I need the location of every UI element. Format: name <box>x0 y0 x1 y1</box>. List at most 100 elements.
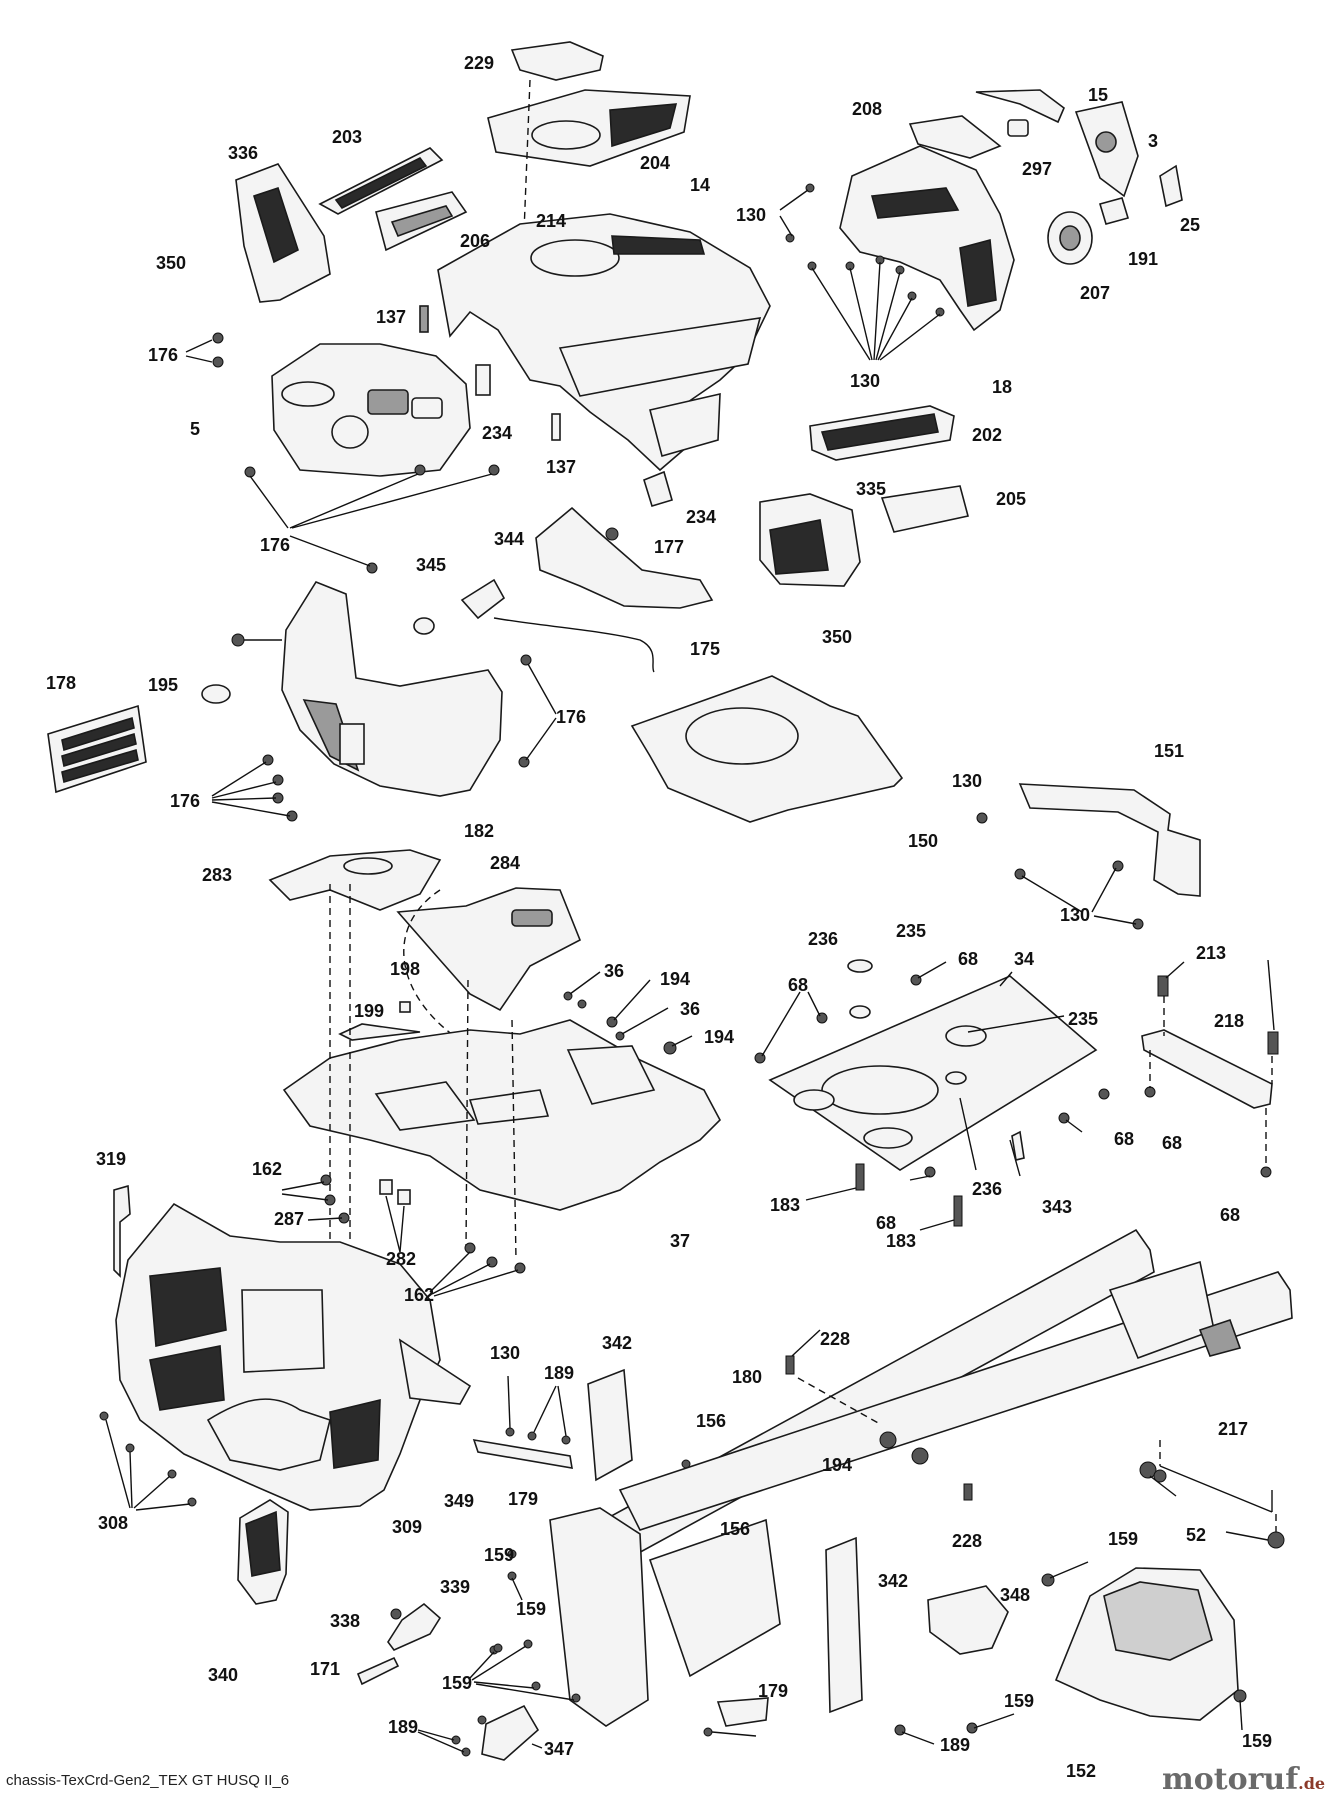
lead-179 <box>711 1731 757 1737</box>
label-18: 18 <box>992 377 1013 397</box>
part-343-clip <box>1011 1130 1025 1161</box>
label-36-b: 36 <box>680 999 701 1019</box>
label-68-e: 68 <box>876 1213 897 1233</box>
lead-229 <box>523 79 531 233</box>
label-159-f: 159 <box>516 1599 547 1619</box>
label-338: 338 <box>330 1611 361 1631</box>
label-68-f: 68 <box>1220 1205 1241 1225</box>
part-152-seat-support <box>1054 1567 1239 1721</box>
label-194-b: 194 <box>704 1027 735 1047</box>
label-218: 218 <box>1214 1011 1245 1031</box>
label-228-a: 228 <box>820 1329 851 1349</box>
part-182-window <box>339 723 365 765</box>
label-194-a: 194 <box>660 969 691 989</box>
part-347-bracket <box>481 1704 540 1761</box>
part-342-plate-a <box>587 1368 633 1482</box>
label-159-d: 159 <box>1004 1691 1035 1711</box>
part-18-front-shell <box>839 145 1015 332</box>
label-203: 203 <box>332 127 363 147</box>
part-228-bolt-a <box>785 1355 795 1375</box>
label-340: 340 <box>208 1665 239 1685</box>
part-340-cover <box>237 1499 289 1605</box>
part-175-bracket <box>535 506 714 609</box>
label-189-b: 189 <box>388 1717 419 1737</box>
part-178-vent <box>47 704 147 794</box>
label-342-b: 342 <box>878 1571 909 1591</box>
part-182-lower-console <box>281 581 503 797</box>
label-183-b: 183 <box>886 1231 917 1251</box>
label-308: 308 <box>98 1513 129 1533</box>
label-68-b: 68 <box>788 975 809 995</box>
label-159-c: 159 <box>442 1673 473 1693</box>
part-205-trim <box>880 485 969 533</box>
part-206-bracket <box>375 191 468 252</box>
part-319-bracket <box>113 1184 131 1278</box>
part-179-screw <box>703 1727 713 1737</box>
part-208-trim <box>908 115 1002 159</box>
part-194-nut-a <box>879 1431 897 1449</box>
part-203-strip <box>318 147 444 215</box>
label-171: 171 <box>310 1659 341 1679</box>
label-178: 178 <box>46 673 77 693</box>
part-14-hood <box>437 213 771 472</box>
label-205: 205 <box>996 489 1027 509</box>
label-130-e: 130 <box>490 1343 521 1363</box>
label-150: 150 <box>908 831 939 851</box>
label-180: 180 <box>732 1367 763 1387</box>
part-198-nut <box>399 1001 411 1013</box>
lead-130-rail <box>507 1375 511 1429</box>
label-137-b: 137 <box>546 457 577 477</box>
label-14: 14 <box>690 175 711 195</box>
label-213: 213 <box>1196 943 1227 963</box>
label-202: 202 <box>972 425 1003 445</box>
label-159-a: 159 <box>484 1545 515 1565</box>
brand-name: motoruf <box>1162 1762 1299 1797</box>
label-179-b: 179 <box>758 1681 789 1701</box>
label-344: 344 <box>494 529 525 549</box>
label-151: 151 <box>1154 741 1185 761</box>
part-345-grommet <box>413 617 435 635</box>
label-156-a: 156 <box>696 1411 727 1431</box>
part-204-top-panel <box>487 89 691 167</box>
part-297-clip <box>1007 119 1029 137</box>
label-229: 229 <box>464 53 495 73</box>
part-3-lens <box>1095 131 1117 153</box>
label-68-d: 68 <box>1162 1133 1183 1153</box>
part-339-lever <box>387 1602 442 1651</box>
label-25: 25 <box>1180 215 1201 235</box>
part-189-screws-a <box>527 1385 571 1445</box>
label-345: 345 <box>416 555 447 575</box>
part-235-spacer-a <box>847 959 873 973</box>
part-15-strip <box>975 89 1065 124</box>
label-37: 37 <box>670 1231 691 1251</box>
label-207: 207 <box>1080 283 1111 303</box>
lead-228-a <box>791 1329 821 1357</box>
part-36-194-fasteners <box>563 971 693 1055</box>
label-36-a: 36 <box>604 961 625 981</box>
label-208: 208 <box>852 99 883 119</box>
part-228-bolt-b <box>963 1483 973 1501</box>
label-176-a: 176 <box>148 345 179 365</box>
label-347: 347 <box>544 1739 575 1759</box>
part-130-screw-rail <box>505 1427 515 1437</box>
label-228-b: 228 <box>952 1531 983 1551</box>
part-194-nut-b <box>911 1447 929 1465</box>
part-37-footplate <box>282 1019 721 1211</box>
part-349-rail <box>472 1438 573 1469</box>
label-350-a: 350 <box>156 253 187 273</box>
brand-logo: motoruf.de <box>1162 1762 1325 1797</box>
part-176-bolts-b <box>211 654 557 822</box>
label-177: 177 <box>654 537 685 557</box>
part-338-pin <box>390 1608 402 1620</box>
lead-283-fender <box>403 889 461 1041</box>
label-191: 191 <box>1128 249 1159 269</box>
part-308-screws <box>99 1411 197 1511</box>
part-229-cap <box>510 41 604 81</box>
label-284: 284 <box>490 853 521 873</box>
label-194-c: 194 <box>822 1455 853 1475</box>
label-236-b: 236 <box>972 1179 1003 1199</box>
part-283-fender <box>268 849 442 911</box>
label-137-a: 137 <box>376 307 407 327</box>
